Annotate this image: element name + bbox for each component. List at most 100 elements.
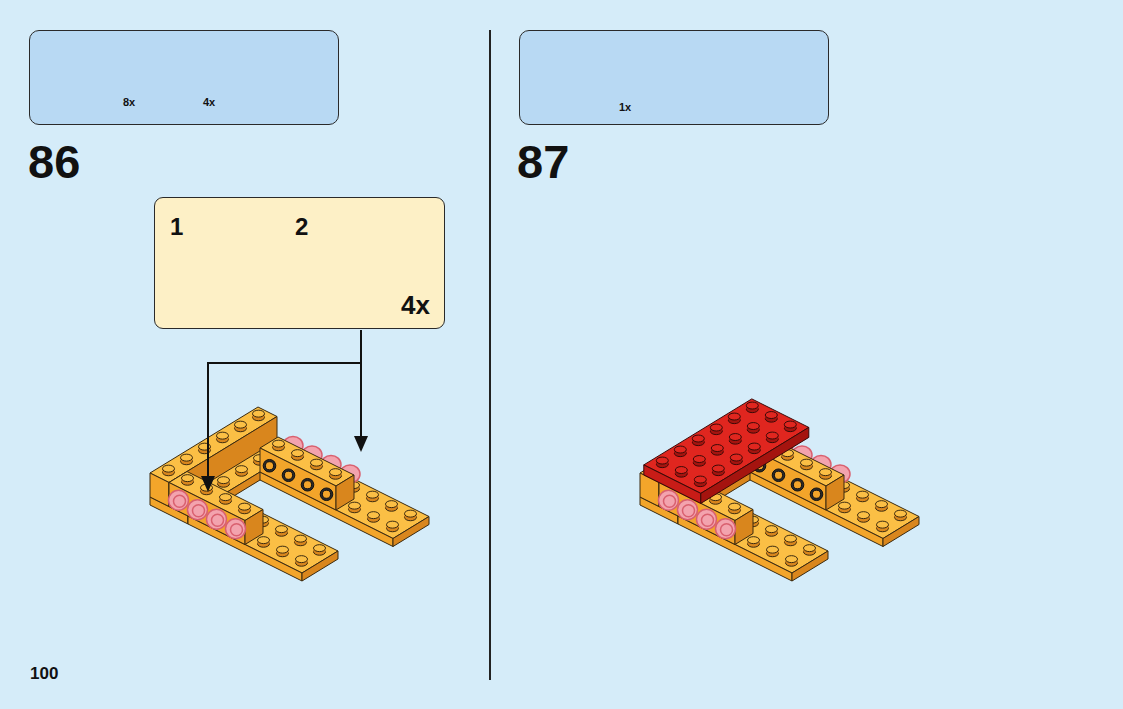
arrow-head <box>354 436 368 452</box>
stud <box>284 471 292 479</box>
stud <box>664 495 676 507</box>
step-number: 86 <box>28 138 80 185</box>
stud <box>276 526 288 533</box>
brick-face <box>245 510 263 545</box>
stud <box>785 535 797 542</box>
stud <box>405 510 417 517</box>
stud <box>729 434 741 441</box>
stud <box>193 505 205 517</box>
stud <box>730 454 742 461</box>
stud <box>169 490 189 510</box>
stud <box>748 443 760 450</box>
stud <box>253 410 265 417</box>
stud <box>694 476 706 483</box>
stud <box>322 490 330 498</box>
stud <box>303 481 311 489</box>
stud <box>839 502 851 509</box>
stud <box>282 469 295 482</box>
stud <box>857 491 869 498</box>
stud <box>212 514 224 526</box>
stud <box>674 446 686 453</box>
stud <box>767 546 779 553</box>
stud <box>801 459 813 466</box>
brick-face <box>260 448 336 510</box>
stud <box>710 424 722 431</box>
stud <box>273 440 285 447</box>
stud <box>368 512 380 519</box>
brick-face <box>188 516 302 581</box>
stud <box>239 503 251 510</box>
brick-face <box>150 473 169 507</box>
stud <box>217 432 229 439</box>
stud <box>784 421 796 428</box>
stud <box>747 423 759 430</box>
stud <box>174 495 186 507</box>
stud <box>858 512 870 519</box>
stud <box>330 469 342 476</box>
stud <box>683 505 695 517</box>
brick-face <box>644 465 701 504</box>
stud <box>895 510 907 517</box>
stud <box>295 535 307 542</box>
stud <box>301 478 314 491</box>
stud <box>277 546 289 553</box>
parts-panel: 1x <box>519 30 829 125</box>
brick-face <box>336 475 354 510</box>
brick-face <box>735 510 753 545</box>
step-number: 2 <box>295 215 308 239</box>
stud <box>772 469 785 482</box>
stud <box>188 500 208 520</box>
stud <box>656 457 668 464</box>
stud <box>263 459 276 472</box>
stud <box>791 478 804 491</box>
brick-face <box>826 475 844 510</box>
stud <box>296 556 308 563</box>
parts-panel: 8x4x <box>29 30 339 125</box>
part-count: 8x <box>123 97 135 108</box>
stud <box>820 469 832 476</box>
stud <box>235 421 247 428</box>
stud <box>311 459 323 466</box>
stud <box>659 490 679 510</box>
divider-line <box>489 30 491 680</box>
stud <box>876 501 888 508</box>
stud <box>678 500 698 520</box>
brick-face <box>678 516 792 581</box>
step-number: 1 <box>170 215 183 239</box>
stud <box>746 402 758 409</box>
stud <box>804 545 816 552</box>
stud <box>748 537 760 544</box>
stud <box>675 467 687 474</box>
stud <box>697 509 717 529</box>
step-number: 87 <box>517 138 569 185</box>
stud <box>386 501 398 508</box>
stud <box>265 462 273 470</box>
stud <box>207 509 227 529</box>
stud <box>220 494 232 501</box>
stud <box>812 490 820 498</box>
stud <box>877 521 889 528</box>
stud <box>367 491 379 498</box>
stud <box>766 432 778 439</box>
stud <box>387 521 399 528</box>
stud <box>218 477 230 484</box>
stud <box>774 471 782 479</box>
stud <box>182 475 194 482</box>
stud <box>226 519 246 539</box>
brick-face <box>701 427 809 503</box>
stud <box>693 456 705 463</box>
arrow-heads <box>201 436 368 492</box>
stud <box>728 413 740 420</box>
stud <box>231 524 243 536</box>
stud <box>810 488 823 501</box>
stud <box>163 465 175 472</box>
stud <box>766 526 778 533</box>
stud <box>236 466 248 473</box>
stud <box>320 488 333 501</box>
page-number: 100 <box>30 665 58 682</box>
stud <box>793 481 801 489</box>
arrow-head <box>201 476 215 492</box>
stud <box>702 514 714 526</box>
stud <box>692 435 704 442</box>
stud <box>181 454 193 461</box>
